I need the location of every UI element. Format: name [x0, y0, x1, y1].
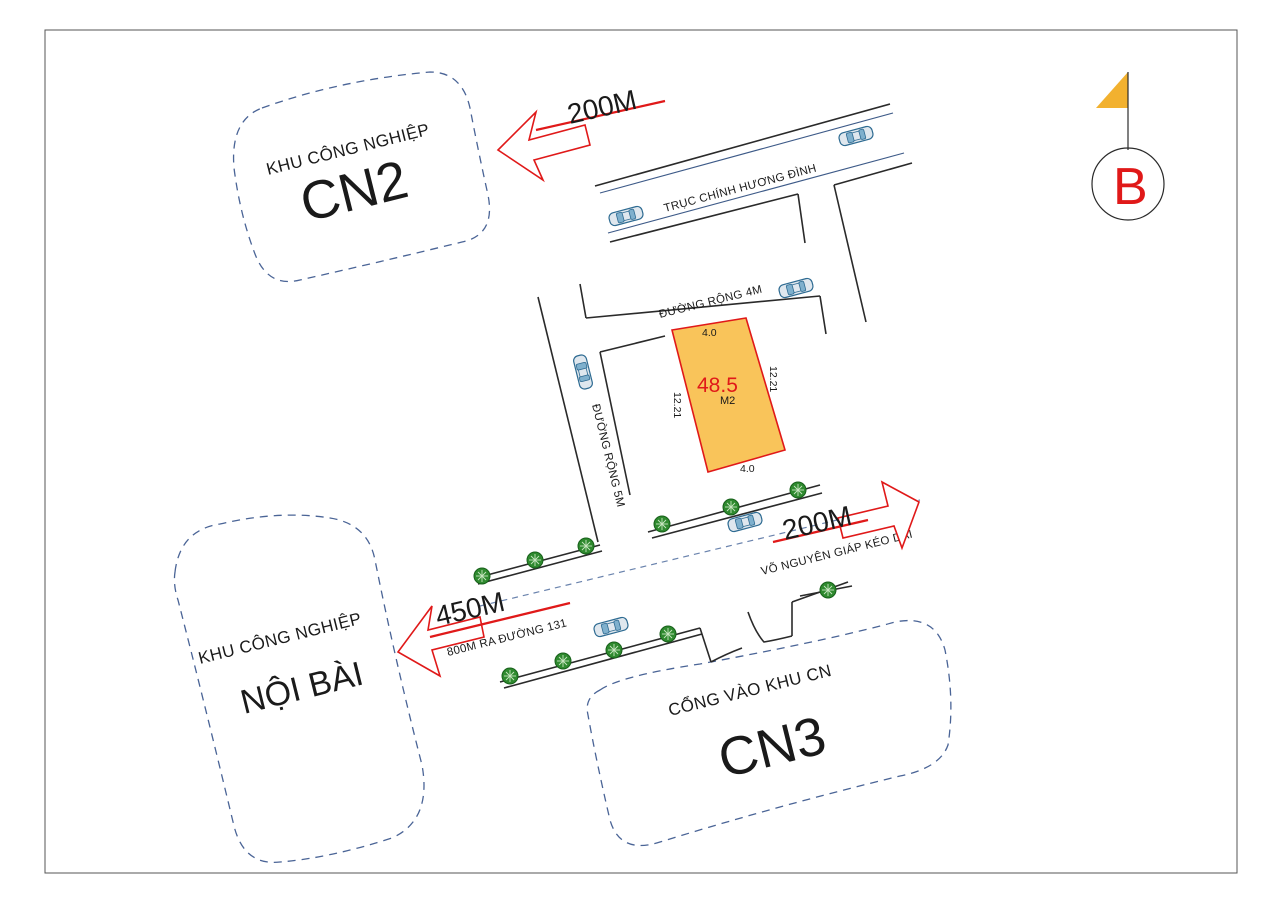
zone-cn2: KHU CÔNG NGHIỆP CN2	[232, 71, 491, 283]
land-plot: 48.5 M2 4.0 4.0 12.21 12.21	[671, 317, 786, 475]
arrow-to-noi-bai: 450M 800M RA ĐƯỜNG 131	[396, 586, 571, 678]
zone-noi-bai-name: NỘI BÀI	[237, 655, 367, 722]
tree-icon	[501, 667, 519, 685]
tree-icon	[577, 537, 595, 555]
vo-nguyen-giap-road: VÕ NGUYÊN GIÁP KÉO DÀI	[475, 484, 921, 607]
plot-area: 48.5	[697, 374, 738, 397]
zone-cn3-name: CN3	[712, 705, 831, 789]
tree-icon	[659, 625, 677, 643]
plot-area-unit: M2	[720, 395, 735, 407]
compass-circle	[1091, 147, 1165, 221]
tree-icon	[789, 481, 807, 499]
distance-vo-nguyen-giap: 200M	[779, 500, 854, 546]
plot-shape	[671, 317, 786, 473]
north-indicator: B	[1091, 72, 1165, 221]
road-4m-label: ĐƯỜNG RỘNG 4M	[658, 283, 764, 321]
car-icon	[571, 353, 595, 391]
map-frame	[44, 29, 1238, 874]
car-icon	[777, 276, 815, 300]
car-icon	[592, 615, 630, 639]
arrow-to-cn2: 200M	[496, 84, 666, 183]
tree-icon	[722, 498, 740, 516]
zone-cn3: CỔNG VÀO KHU CN CN3	[586, 619, 952, 847]
tree-icon	[554, 652, 572, 670]
plot-dim-left: 12.21	[671, 392, 683, 418]
plot-dim-top: 4.0	[702, 327, 717, 339]
flag-icon	[1096, 72, 1128, 108]
tree-icon	[605, 641, 623, 659]
plot-dim-right: 12.21	[767, 366, 779, 392]
tree-icon	[819, 581, 837, 599]
zone-noi-bai: KHU CÔNG NGHIỆP NỘI BÀI	[173, 514, 425, 863]
north-letter: B	[1113, 158, 1148, 216]
tree-icon	[526, 551, 544, 569]
plot-dim-bottom: 4.0	[740, 463, 755, 475]
car-icon	[607, 204, 645, 228]
distance-cn2: 200M	[564, 84, 639, 130]
tree-icon	[473, 567, 491, 585]
tree-icon	[653, 515, 671, 533]
vo-nguyen-giap-label: VÕ NGUYÊN GIÁP KÉO DÀI	[760, 528, 914, 578]
car-icon	[837, 124, 875, 148]
